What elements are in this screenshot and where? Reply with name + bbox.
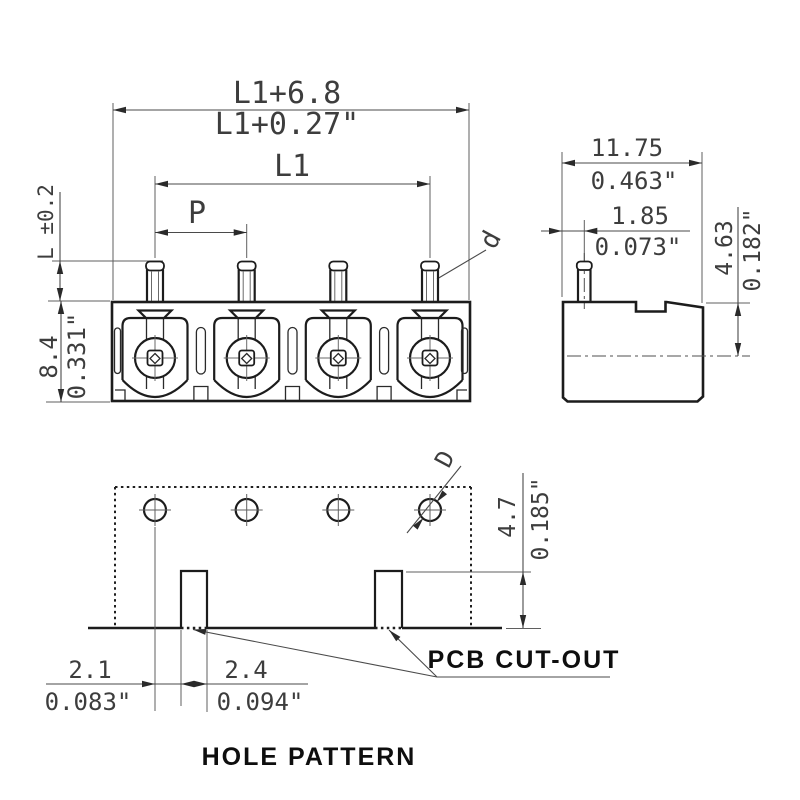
hole-1 (137, 492, 173, 528)
front-view: L1+6.8 L1+0.27" L1 P L ±0.2 (34, 76, 508, 403)
dim-center-height: 4.63 0.182" (712, 207, 766, 356)
dim-cutout-width-mm-text: 2.4 (224, 656, 267, 684)
hole-4 (412, 492, 448, 528)
edge-slot-left (113, 327, 122, 375)
bottom-notch-2 (284, 385, 301, 401)
dim-cutout-depth-in-text: 0.185" (528, 477, 554, 560)
dim-depth: 11.75 0.463" (562, 134, 702, 195)
terminal-pole-4 (396, 309, 464, 399)
dim-center-height-mm-text: 4.63 (712, 220, 738, 275)
dim-height-in-text: 0.331" (63, 313, 91, 400)
bottom-notch-right (456, 389, 467, 400)
terminal-pole-2 (213, 309, 281, 399)
dim-depth-mm-text: 11.75 (591, 134, 663, 162)
bottom-notch-1 (193, 385, 209, 401)
dim-overall-width: L1+6.8 L1+0.27" (113, 76, 469, 142)
side-body (561, 253, 750, 403)
dim-span-text: L1 (274, 149, 310, 184)
terminal-pole-1 (121, 309, 189, 399)
dim-pitch-text: P (188, 196, 206, 231)
dim-pin-offset-in-text: 0.073" (595, 233, 682, 261)
dim-body-height: 8.4 0.331" (35, 301, 91, 402)
pin-1 (144, 260, 166, 304)
dim-hole-to-cutout-in-text: 0.083" (45, 688, 132, 716)
pin-4 (419, 260, 441, 304)
partition-slot-3 (378, 326, 390, 375)
pin-diameter-callout: d (436, 226, 508, 280)
dim-height-mm-text: 8.4 (35, 335, 63, 378)
pin-label-text: d (474, 226, 508, 254)
dim-cutout-depth-mm-text: 4.7 (495, 496, 521, 538)
partition-slot-1 (195, 326, 207, 375)
front-body (110, 260, 472, 403)
dim-cutout-depth: 4.7 0.185" (406, 473, 554, 629)
bottom-notch-3 (376, 385, 392, 401)
front-view-extension-lines (46, 103, 470, 403)
pin-2 (236, 260, 257, 304)
dim-pin-span: L1 (155, 149, 430, 188)
side-pin-cap (575, 260, 593, 271)
component-outline-dotted (114, 486, 472, 628)
bottom-notch-left (115, 389, 126, 400)
dim-pitch: P (155, 196, 247, 236)
cutout-tab-2 (373, 569, 404, 628)
side-body-outline (561, 300, 705, 403)
dim-pin-length-text: L ±0.2 (34, 184, 58, 260)
edge-slot-right (460, 327, 469, 375)
cutout-tab-1 (179, 569, 209, 628)
hole-2 (229, 492, 264, 528)
dim-center-height-in-text: 0.182" (740, 208, 766, 291)
dim-pin-length: L ±0.2 (34, 184, 64, 301)
terminal-pole-3 (304, 309, 372, 399)
hole-pattern-view: D 4.7 0.185" 2.1 (45, 446, 621, 771)
side-pin-shaft (576, 269, 592, 302)
partition-slot-2 (287, 326, 298, 375)
dim-depth-in-text: 0.463" (591, 167, 678, 195)
hole-3 (321, 492, 356, 528)
side-view: 11.75 0.463" 1.85 0.073" 4.63 0.182" (541, 134, 766, 403)
dim-pin-offset-mm-text: 1.85 (611, 202, 669, 230)
dim-cutout-width-in-text: 0.094" (217, 688, 304, 716)
pin-3 (328, 260, 349, 304)
pcb-cutout-callout: PCB CUT-OUT (192, 628, 621, 678)
dim-pin-offset: 1.85 0.073" (541, 202, 690, 261)
dim-cutout-position: 2.1 0.083" 2.4 0.094" (45, 527, 308, 716)
hole-label-text: D (429, 446, 461, 472)
dim-overall-mm-text: L1+6.8 (233, 76, 341, 111)
dim-overall-in-text: L1+0.27" (215, 107, 360, 142)
view-title: HOLE PATTERN (202, 743, 417, 771)
dim-hole-to-cutout-mm-text: 2.1 (68, 656, 111, 684)
pcb-cutout-label: PCB CUT-OUT (428, 646, 621, 674)
